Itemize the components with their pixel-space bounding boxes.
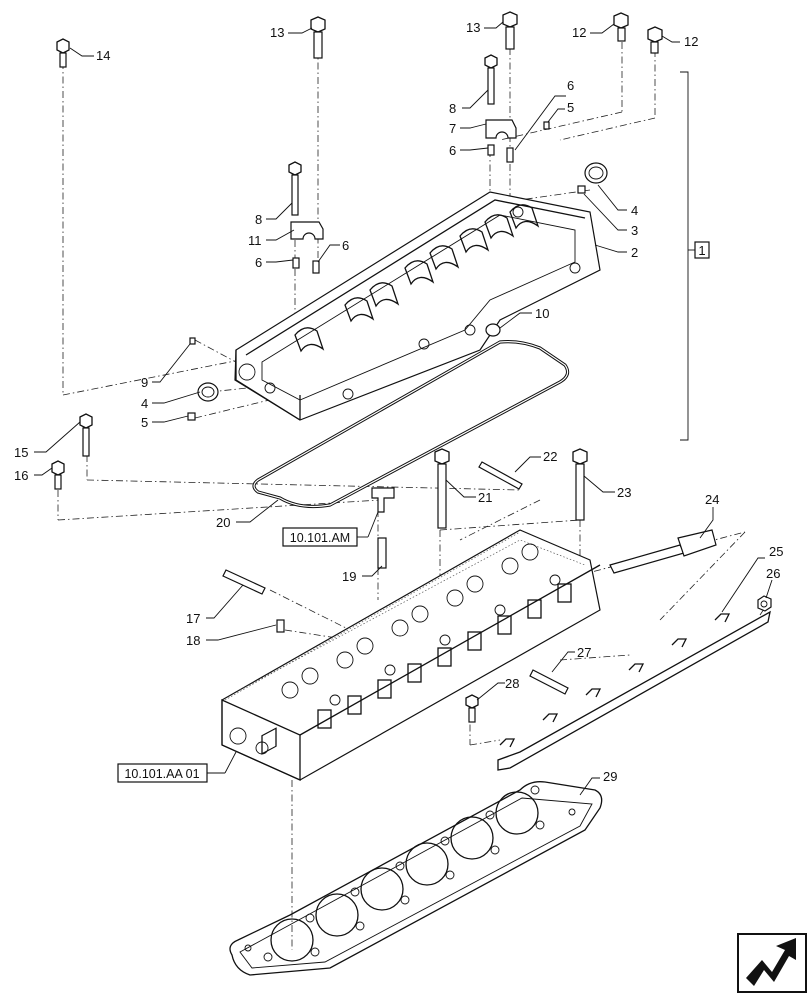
callout-28: 28 [505, 676, 519, 691]
alignment-lines [57, 42, 771, 950]
glow-plug-24 [609, 529, 717, 574]
callout-18: 18 [186, 633, 200, 648]
reference-box-am: 10.101.AM [282, 511, 379, 547]
callout-14: 14 [96, 48, 110, 63]
bolt-28 [465, 694, 479, 723]
callout-26: 26 [766, 566, 780, 581]
head-gasket-29 [229, 781, 603, 976]
camshaft-housing [234, 191, 601, 421]
callout-6-upper-right: 6 [567, 78, 574, 93]
callout-7: 7 [449, 121, 456, 136]
reference-am-label: 10.101.AM [290, 531, 350, 545]
callout-12-left: 12 [572, 25, 586, 40]
bolt-12-left [613, 12, 629, 42]
dowel-6-pins [506, 121, 586, 194]
bolt-15 [79, 413, 93, 457]
bracket-label: 1 [698, 243, 705, 258]
seal-plug-4-lower [197, 382, 219, 402]
gasket-holes [244, 785, 576, 962]
cylinder-head-ports [261, 727, 277, 755]
bolt-23 [572, 448, 588, 521]
camshaft-journals [294, 204, 540, 353]
group-bracket: 1 [680, 71, 710, 441]
callout-17: 17 [186, 611, 200, 626]
callout-22: 22 [543, 449, 557, 464]
glow-plug-harness-25 [497, 610, 771, 771]
callout-4-lower: 4 [141, 396, 148, 411]
callout-9: 9 [141, 375, 148, 390]
sensor-bracket [371, 487, 395, 569]
callout-12-right: 12 [684, 34, 698, 49]
reference-aa-label: 10.101.AA 01 [124, 767, 199, 781]
bolt-13-right [502, 11, 518, 50]
cam-bracket-11 [290, 221, 324, 274]
callout-3: 3 [631, 223, 638, 238]
callout-6-upper-left: 6 [449, 143, 456, 158]
nut-26 [757, 595, 772, 612]
callout-23: 23 [617, 485, 631, 500]
cylinder-head [221, 529, 601, 782]
reference-box-aa: 10.101.AA 01 [117, 751, 237, 783]
callout-13-right: 13 [466, 20, 480, 35]
callout-13-left: 13 [270, 25, 284, 40]
stud-17 [222, 569, 266, 595]
callout-16: 16 [14, 468, 28, 483]
callout-2: 2 [631, 245, 638, 260]
bolt-16 [51, 460, 65, 490]
arrow-navigation-icon[interactable] [737, 933, 807, 993]
stud-27 [529, 669, 569, 695]
callout-6-lower-right: 6 [342, 238, 349, 253]
bolt-8-upper [484, 54, 498, 105]
callout-20: 20 [216, 515, 230, 530]
callout-24: 24 [705, 492, 719, 507]
pin-9 [189, 337, 196, 345]
valve-seats [281, 543, 561, 706]
cam-bracket-7 [485, 119, 517, 156]
bolt-13-left [310, 16, 326, 59]
callout-25: 25 [769, 544, 783, 559]
bolt-8-lower [288, 161, 302, 216]
callout-27: 27 [577, 645, 591, 660]
pin-5-lower [187, 412, 196, 421]
callout-8-upper: 8 [449, 101, 456, 116]
bolt-21 [434, 448, 450, 529]
callout-11: 11 [248, 233, 262, 248]
callout-numbers: 14 13 13 12 12 8 7 6 6 5 4 3 2 8 11 6 6 … [14, 20, 783, 784]
callout-8-lower: 8 [255, 212, 262, 227]
callout-21: 21 [478, 490, 492, 505]
plug-10 [485, 323, 501, 337]
callout-10: 10 [535, 306, 549, 321]
stud-22 [478, 461, 523, 490]
callout-6-lower-left: 6 [255, 255, 262, 270]
rocker-cover-gasket-20 [252, 340, 570, 509]
bolt-14 [56, 38, 70, 68]
callout-5-lower: 5 [141, 415, 148, 430]
leader-lines [34, 21, 773, 796]
callout-15: 15 [14, 445, 28, 460]
callout-29: 29 [603, 769, 617, 784]
callout-19: 19 [342, 569, 356, 584]
callout-4-upper: 4 [631, 203, 638, 218]
cylinder-bores [270, 791, 539, 962]
pin-18 [276, 619, 285, 633]
cylinder-head-ports-row [317, 583, 572, 729]
bolt-12-right [647, 26, 663, 54]
seal-plug-4-upper [584, 162, 608, 184]
callout-5-upper: 5 [567, 100, 574, 115]
